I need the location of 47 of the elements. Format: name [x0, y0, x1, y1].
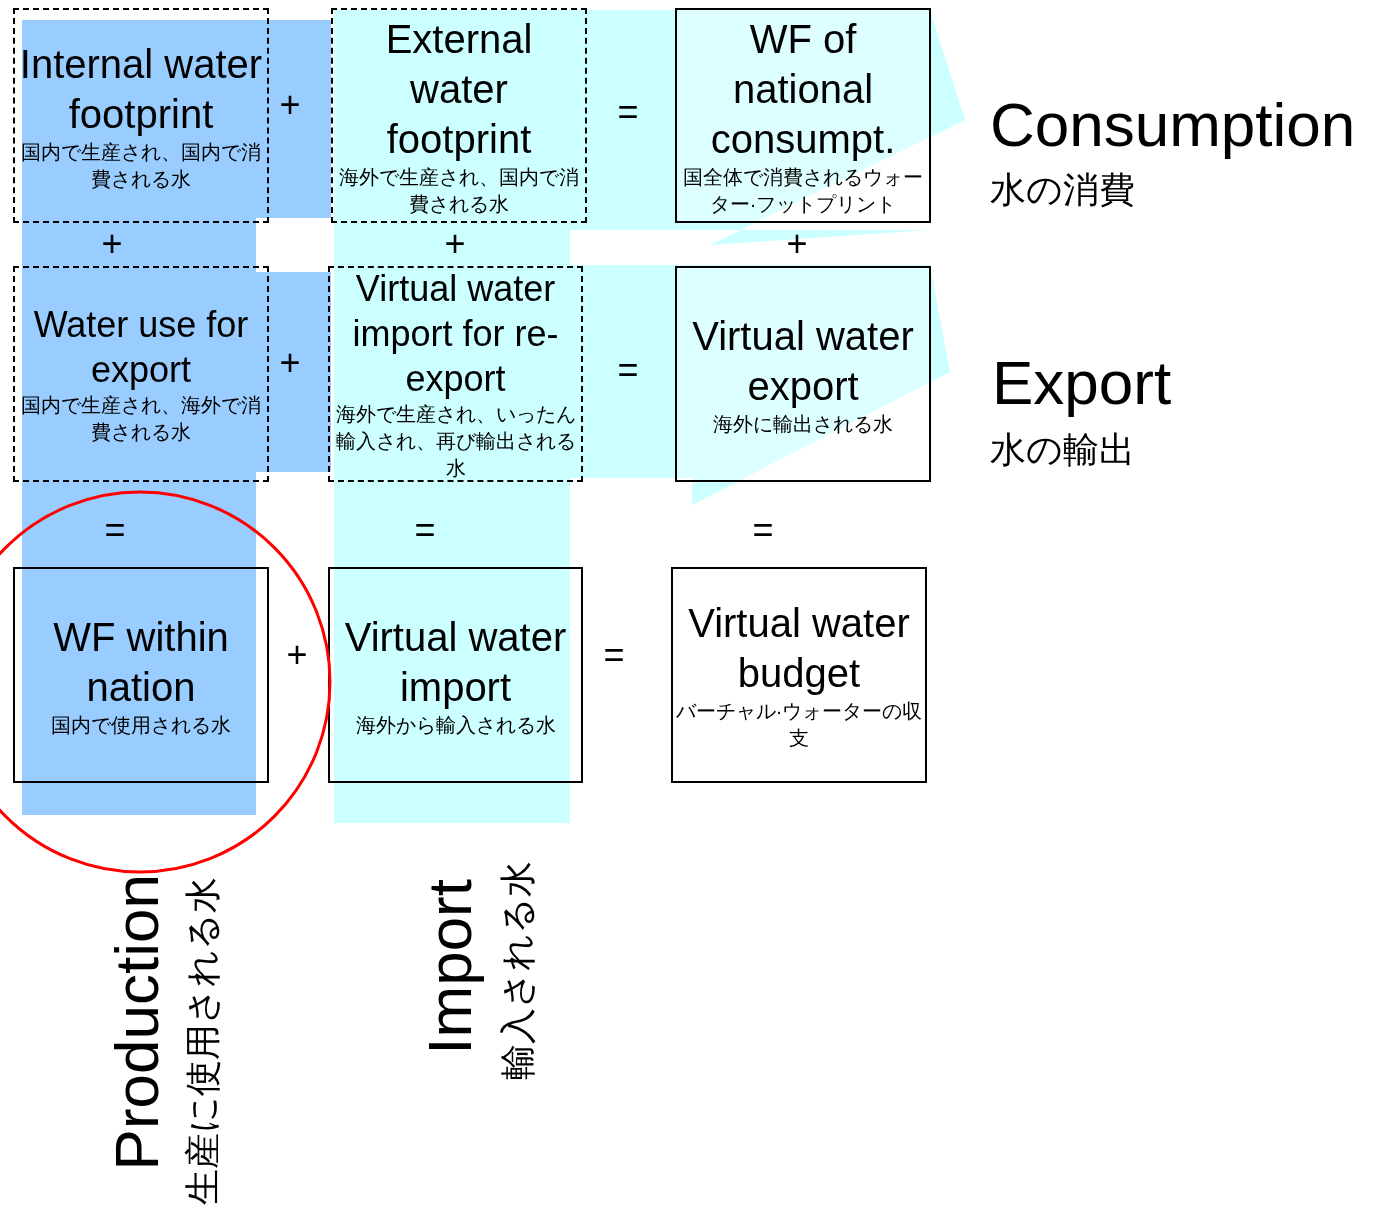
plus-sign: +: [786, 224, 808, 264]
box-description: バーチャル·ウォーターの収支: [674, 699, 924, 751]
column-heading: Production: [103, 874, 171, 1171]
equals-sign: =: [414, 510, 436, 550]
equals-sign: =: [603, 635, 625, 675]
box-heading: Virtual water import for re-export: [351, 267, 560, 401]
box-description: 国内で使用される水: [51, 712, 231, 738]
equals-sign: =: [104, 510, 126, 550]
process-box: [675, 266, 931, 482]
process-box: [671, 567, 927, 783]
dashed-box: [13, 266, 269, 482]
box-heading: Virtual water import: [343, 613, 568, 711]
box-description: 国全体で消費されるウォーター·フットプリント: [682, 164, 924, 217]
row-heading: Consumption: [990, 91, 1356, 159]
column-subheading: 生産に使用される水: [183, 877, 223, 1205]
equals-sign: =: [617, 92, 639, 132]
dashed-box: [13, 8, 269, 223]
box-description: 国内で生産され、国内で消費される水: [20, 139, 262, 192]
plus-sign: +: [286, 635, 308, 675]
box-heading: Virtual water export: [691, 312, 915, 410]
row-subheading: 水の消費: [990, 170, 1135, 210]
box-heading: Virtual water budget: [687, 600, 911, 697]
dashed-box: [328, 266, 583, 482]
box-description: 海外から輸入される水: [355, 712, 556, 738]
box-description: 国内で生産され、海外で消費される水: [20, 393, 262, 445]
column-subheading: 輸入される水: [498, 861, 538, 1080]
box-heading: WF within nation: [52, 613, 230, 711]
box-heading: WF of national consumpt.: [709, 15, 897, 163]
process-box: [328, 567, 583, 783]
column-heading: Import: [416, 879, 484, 1055]
plus-sign: +: [279, 85, 301, 125]
box-description: 海外に輸出される水: [713, 411, 893, 437]
box-heading: External water footprint: [384, 15, 534, 163]
box-heading: Internal water footprint: [18, 40, 264, 138]
equals-sign: =: [617, 350, 639, 390]
box-description: 海外で生産され、国内で消費される水: [338, 164, 580, 217]
plus-sign: +: [101, 224, 123, 264]
dashed-box: [331, 8, 587, 223]
plus-sign: +: [444, 224, 466, 264]
process-box: [675, 8, 931, 223]
row-heading: Export: [992, 349, 1172, 417]
equals-sign: =: [752, 510, 774, 550]
box-description: 海外で生産され、いったん輸入され、再び輸出される水: [334, 402, 577, 481]
plus-sign: +: [279, 343, 301, 383]
row-subheading: 水の輸出: [990, 430, 1135, 470]
process-box: [13, 567, 269, 783]
box-heading: Water use for export: [32, 303, 250, 392]
